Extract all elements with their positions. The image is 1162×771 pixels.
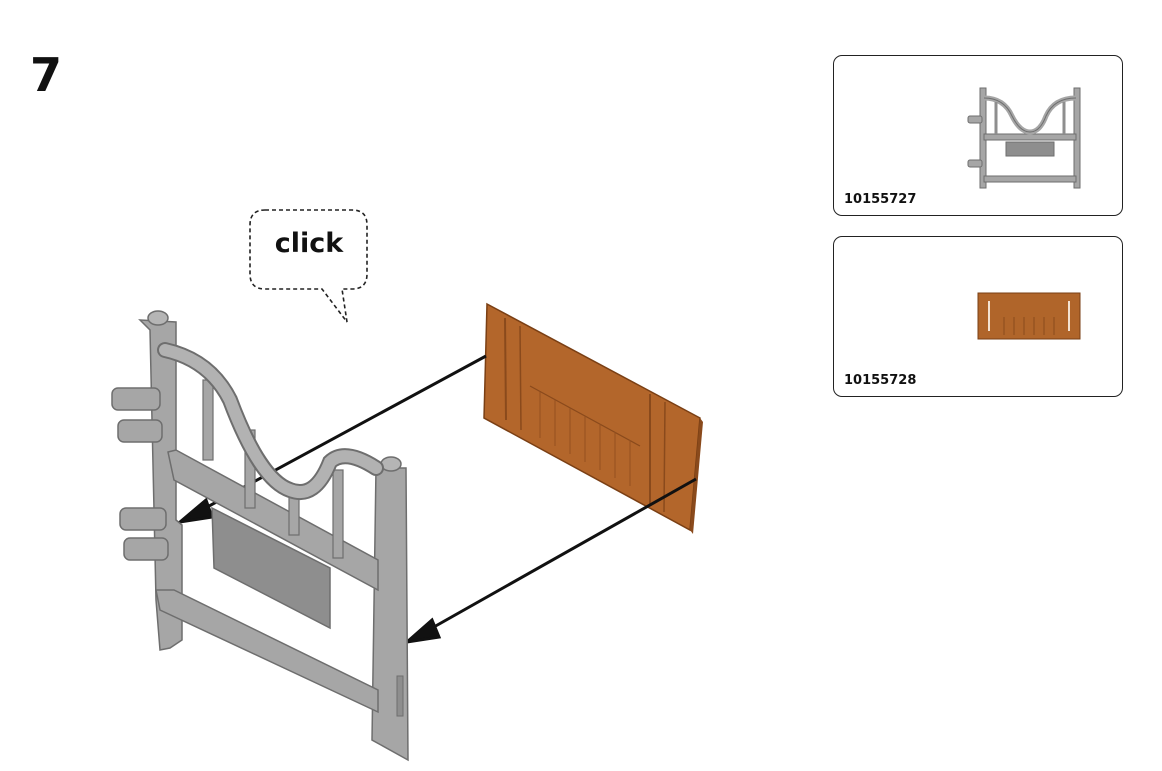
part-code: 10155728	[844, 373, 917, 388]
click-callout-text: click	[274, 228, 344, 259]
part-code: 10155727	[844, 192, 917, 207]
part-gate-thumbnail	[967, 87, 1081, 189]
part-panel-thumbnail	[977, 292, 1081, 340]
part-card-gate: 10155727	[833, 55, 1123, 216]
wooden-panel	[483, 302, 703, 534]
stall-gate	[111, 310, 409, 762]
part-card-panel: 10155728	[833, 236, 1123, 397]
step-number: 7	[30, 48, 62, 102]
click-callout-bubble	[249, 209, 368, 323]
